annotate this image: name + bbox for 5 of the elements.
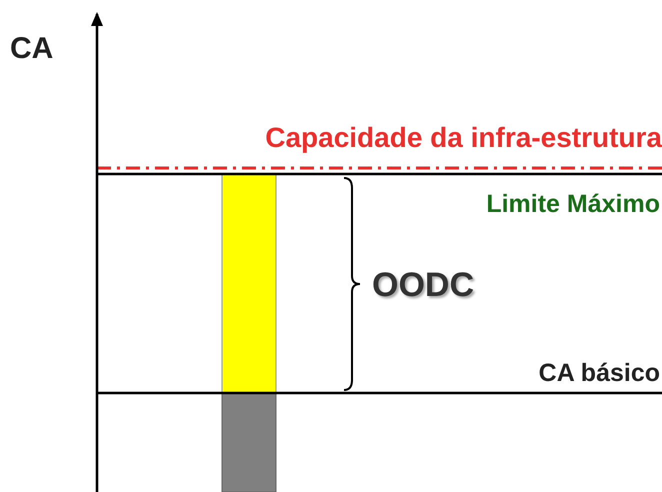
line-label: CA básico (538, 361, 660, 386)
brace-label: OODC (372, 268, 474, 302)
line-label: Limite Máximo (486, 192, 660, 217)
line-label: Capacidade da infra-estrutura (265, 124, 662, 152)
axis-label: CA (10, 34, 54, 64)
